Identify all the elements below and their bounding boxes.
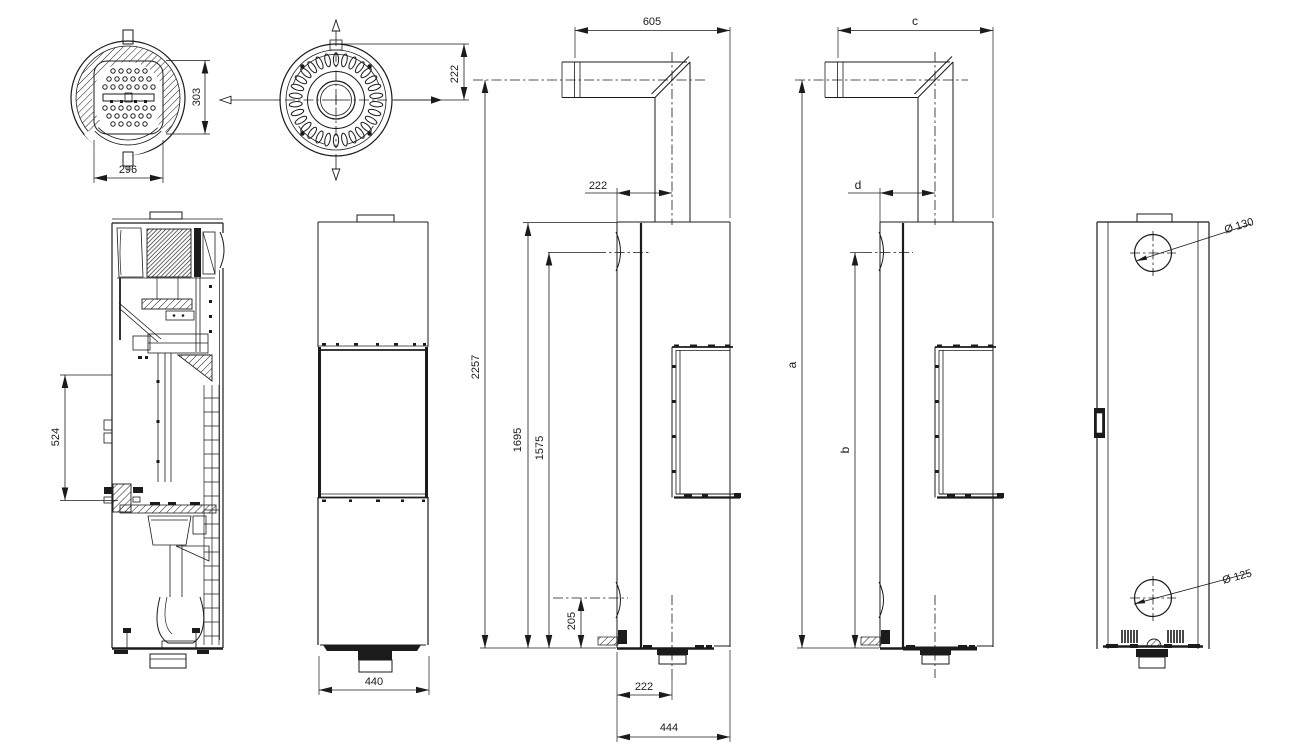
dim-pipe-offset-bottom: 222 — [616, 652, 673, 700]
arrow-up-icon — [331, 18, 341, 32]
dim-total-height-variant: a — [785, 80, 879, 649]
dim-flue-outlet-height: 1575 — [534, 252, 553, 648]
front-view: 440 — [317, 214, 430, 695]
bottom-air-elbow — [156, 596, 205, 644]
dim-section-opening-height: 524 — [50, 374, 118, 501]
top-section-view: 303 296 — [70, 29, 210, 183]
flue-outlet-break-line — [615, 231, 621, 272]
dim-front-width: 440 — [318, 656, 430, 695]
dim-top-inner-height: 303 — [166, 60, 210, 135]
side-base — [597, 630, 730, 665]
arrow-left-icon — [218, 95, 232, 105]
dim-flue-outlet-height-variant: b — [838, 252, 859, 648]
dim-label-605: 605 — [643, 16, 661, 28]
air-inlet-diameter-callout: Ø 125 — [1133, 567, 1253, 605]
dim-label-a: a — [785, 361, 799, 368]
rear-view: Ø 130 Ø 125 — [1094, 213, 1255, 669]
side-door — [671, 344, 741, 499]
top-outlet-view: 222 — [218, 18, 469, 182]
dim-label-296: 296 — [119, 164, 137, 176]
dim-body-height: 1695 — [512, 222, 617, 648]
flue-outlet-break-line — [219, 231, 225, 269]
dim-top-inner-width: 296 — [93, 140, 164, 183]
side-view-dimensioned: 605 222 2257 1695 1575 205 222 — [470, 16, 741, 742]
side-base — [860, 630, 993, 665]
flue-pipe-elbow — [824, 56, 954, 222]
dim-pipe-offset-top: 222 — [585, 180, 672, 222]
section-internals-top — [116, 227, 216, 352]
dim-pipe-offset-variant: d — [848, 178, 935, 222]
label-flue-diameter: Ø 130 — [1223, 216, 1255, 236]
dim-label-222-pipe: 222 — [589, 180, 607, 192]
dim-label-2257: 2257 — [470, 355, 482, 379]
dim-label-b: b — [838, 446, 852, 453]
label-air-inlet-diameter: Ø 125 — [1221, 567, 1253, 586]
air-inlet-break-line — [878, 581, 884, 619]
door-hinge — [1094, 408, 1105, 438]
dim-label-1695: 1695 — [512, 428, 524, 452]
dim-label-303: 303 — [191, 88, 203, 106]
dim-label-222-bottom: 222 — [635, 681, 653, 693]
dim-label-d: d — [855, 178, 862, 192]
front-lower-seam — [318, 493, 428, 502]
flue-diameter-callout: Ø 130 — [1135, 216, 1255, 262]
dim-depth: 444 — [616, 650, 731, 742]
rear-knob — [1146, 638, 1162, 647]
dim-label-222-top: 222 — [449, 65, 461, 83]
dim-label-444: 444 — [660, 722, 678, 734]
arrow-down-icon — [331, 168, 341, 182]
section-internals-middle — [103, 333, 220, 645]
rear-vents — [1121, 630, 1184, 643]
dim-pipe-projection-variant: c — [837, 14, 994, 218]
dim-label-205: 205 — [566, 612, 578, 630]
dim-air-inlet-height: 205 — [566, 598, 585, 648]
dim-label-440: 440 — [365, 676, 383, 688]
section-internals-bottom — [103, 483, 223, 669]
burner-hole-grid — [102, 68, 156, 127]
flue-pipe-elbow — [561, 56, 691, 222]
dim-pipe-projection: 605 — [574, 16, 731, 218]
dim-label-524: 524 — [50, 428, 62, 446]
dim-outlet-front-offset: 222 — [340, 43, 469, 101]
dim-total-height: 2257 — [470, 80, 616, 649]
cross-section-view: 524 — [50, 211, 225, 669]
side-door — [934, 344, 1004, 499]
dim-label-c: c — [912, 14, 918, 28]
front-upper-seam — [318, 343, 428, 351]
air-inlet-break-line — [615, 581, 621, 619]
flue-outlet-break-line — [878, 231, 884, 272]
side-view-variant: c d a b — [785, 14, 1004, 678]
dim-label-1575: 1575 — [534, 436, 546, 460]
